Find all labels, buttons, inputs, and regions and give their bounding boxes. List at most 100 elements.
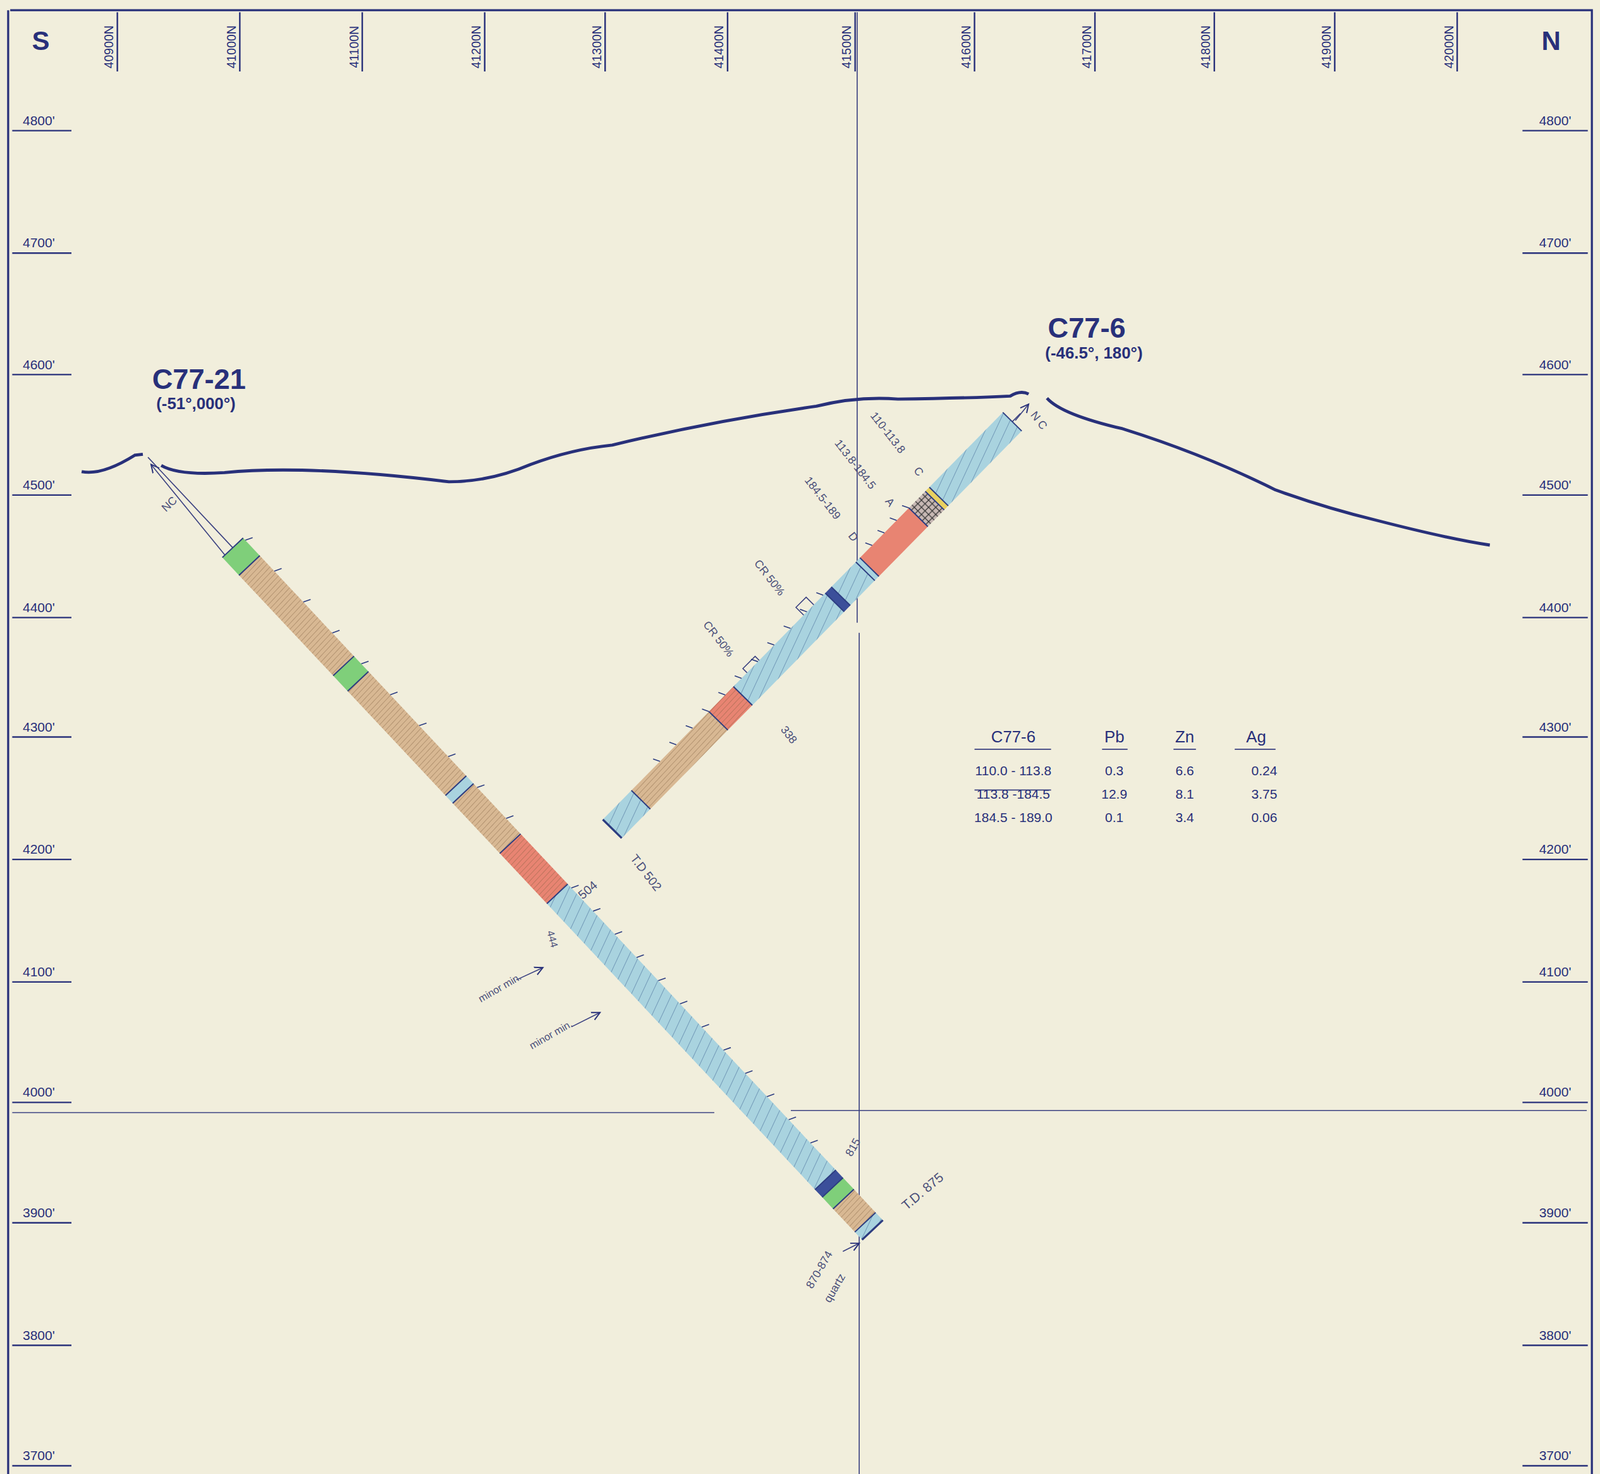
contact-line (708, 711, 728, 730)
northing-label: 40900N (103, 25, 116, 69)
table-cell: 3.75 (1251, 787, 1278, 801)
depth-label: 815 (843, 1135, 863, 1159)
elevation-label: 3700' (1539, 1448, 1572, 1462)
elevation-label: 3700' (22, 1448, 55, 1462)
contact-line (222, 537, 244, 558)
fracture-tick (718, 692, 726, 695)
fracture-tick (865, 543, 873, 546)
total-depth: T.D 502 (628, 852, 664, 894)
elevation-tick (12, 981, 72, 983)
fracture-tick (902, 505, 910, 508)
contact-line (733, 686, 753, 705)
interval-hatch (500, 833, 568, 904)
fracture-tick (669, 742, 677, 745)
northing-tick (238, 12, 241, 72)
hole-name: C77-21 (152, 365, 246, 394)
contact-line (855, 561, 875, 581)
mineral-note: minor min. (527, 1018, 575, 1052)
northing-tick (361, 12, 363, 72)
recovery-note: CR 50% (752, 557, 788, 598)
table-cell: 110.0 - 113.8 (975, 763, 1052, 777)
lithology-interval (546, 883, 836, 1190)
elevation-label: 4800' (1539, 113, 1572, 128)
contact-line (824, 592, 844, 612)
interval-label: 113.8-184.5 (832, 437, 879, 492)
northing-tick (484, 12, 486, 72)
table-cell: 113.8 -184.5 (976, 787, 1051, 801)
northing-label: 41300N (591, 25, 604, 69)
fracture-tick (685, 725, 693, 729)
elevation-tick (12, 616, 72, 618)
fracture-tick (419, 722, 427, 726)
elevation-label: 4300' (1539, 720, 1572, 734)
contact-line (909, 507, 929, 526)
elevation-label: 3800' (22, 1328, 55, 1342)
northing-label: 42000N (1442, 25, 1455, 69)
elevation-tick (1522, 735, 1588, 738)
elevation-label: 4700' (1539, 236, 1572, 250)
hole-orientation: (-51°,000°) (156, 395, 236, 413)
contact-line (925, 491, 945, 510)
table-cell: 184.5 - 189.0 (974, 810, 1053, 824)
lithology-interval (929, 412, 1022, 506)
end-line (862, 1220, 884, 1240)
elevation-tick (1522, 252, 1588, 254)
interval-label: 110-113.8 (868, 409, 908, 456)
elevation-tick (12, 129, 72, 131)
lithology-interval (603, 790, 651, 838)
elevation-tick (12, 494, 72, 496)
elevation-tick (12, 252, 72, 254)
collar-note: NC (159, 494, 180, 514)
elevation-tick (1522, 1343, 1588, 1346)
table-header: Zn (1175, 728, 1195, 746)
elevation-tick (1522, 1464, 1588, 1466)
contact-line (833, 1189, 855, 1209)
fracture-tick (745, 1070, 753, 1073)
northing-tick (1333, 12, 1336, 72)
end-line (603, 819, 623, 838)
elevation-label: 4200' (1539, 842, 1572, 856)
elevation-label: 4100' (22, 964, 55, 978)
interval-label: quartz (821, 1271, 848, 1305)
fracture-tick (360, 661, 369, 664)
fracture-tick (723, 1047, 731, 1051)
fracture-tick (766, 1093, 775, 1097)
northing-tick (604, 12, 606, 72)
elevation-tick (12, 858, 72, 860)
elevation-tick (12, 1464, 72, 1466)
elevation-label: 3900' (1539, 1205, 1572, 1219)
elevation-label: 4400' (22, 600, 55, 614)
direction-label: N (1541, 27, 1561, 55)
lithology-interval (238, 555, 355, 676)
fracture-tick (877, 530, 885, 533)
fracture-tick (890, 517, 898, 521)
contact-line (1002, 412, 1022, 431)
northing-label: 41400N (713, 25, 726, 69)
table-cell: 8.1 (1175, 787, 1194, 801)
table-cell: 0.1 (1105, 810, 1124, 824)
table-header: C77-6 (991, 728, 1036, 746)
elevation-label: 4800' (22, 113, 55, 128)
contact-line (452, 783, 474, 803)
fracture-tick (636, 954, 645, 958)
northing-tick (973, 12, 975, 72)
fracture-tick (767, 642, 775, 645)
elevation-label: 3800' (1539, 1328, 1572, 1342)
fracture-tick (810, 1139, 819, 1143)
fracture-tick (701, 1024, 710, 1027)
interval-hatch (546, 883, 836, 1190)
elevation-label: 4200' (22, 842, 55, 856)
northing-label: 41800N (1199, 25, 1212, 69)
interval-hatch (238, 555, 355, 676)
elevation-label: 4600' (1539, 357, 1572, 372)
direction-label: S (32, 27, 50, 55)
elevation-tick (1522, 373, 1588, 375)
elevation-label: 4400' (1539, 600, 1572, 614)
elevation-label: 4500' (22, 477, 55, 492)
interval-hatch (347, 671, 467, 796)
elevation-label: 4700' (22, 236, 55, 250)
elevation-tick (12, 735, 72, 738)
fracture-tick (274, 568, 282, 571)
northing-label: 41600N (960, 25, 973, 69)
